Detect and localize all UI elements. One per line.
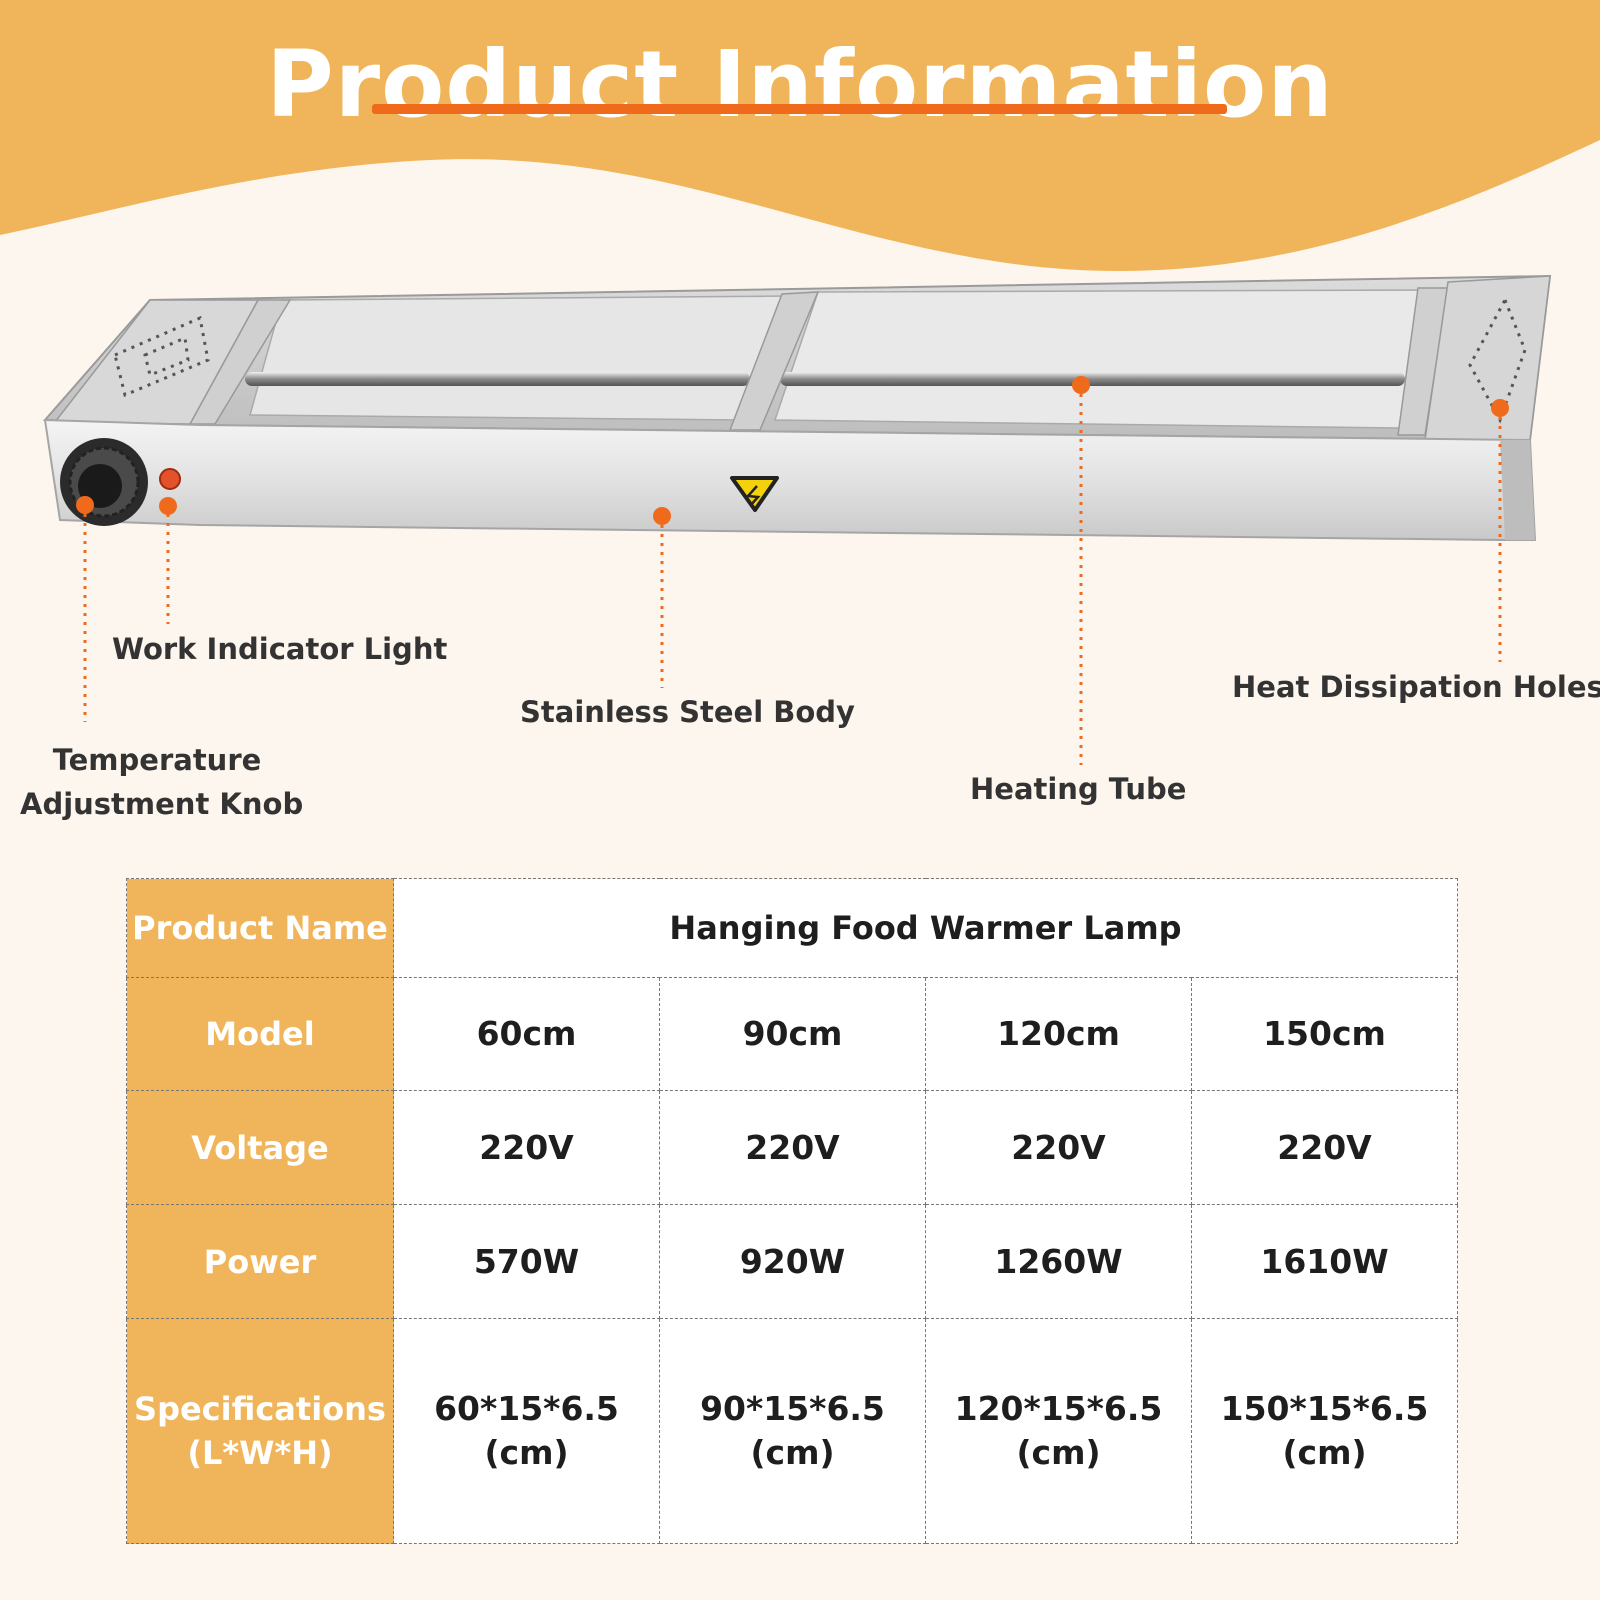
- voltage-90: 220V: [659, 1090, 926, 1206]
- label-heat-dissipation-holes: Heat Dissipation Holes: [1232, 670, 1600, 704]
- warning-triangle-icon: [730, 476, 779, 512]
- table-row-model: Model 60cm 90cm 120cm 150cm: [126, 976, 1458, 1092]
- spec-150: 150*15*6.5 (cm): [1191, 1317, 1458, 1545]
- table-row-power: Power 570W 920W 1260W 1610W: [126, 1204, 1458, 1319]
- spec-120: 120*15*6.5 (cm): [925, 1317, 1192, 1545]
- label-stainless-steel-body: Stainless Steel Body: [520, 695, 855, 729]
- warmer-lamp-body: [42, 274, 1552, 541]
- table-row-specifications: Specifications (L*W*H) 60*15*6.5 (cm) 90…: [126, 1317, 1458, 1545]
- label-temperature-knob: Temperature Adjustment Knob: [20, 738, 304, 826]
- power-150: 1610W: [1191, 1204, 1458, 1319]
- callout-dots: [76, 376, 1509, 525]
- voltage-120: 220V: [925, 1090, 1192, 1206]
- title-underline: [372, 104, 1227, 114]
- row-label-power: Power: [126, 1204, 394, 1319]
- voltage-150: 220V: [1191, 1090, 1458, 1206]
- spec-90: 90*15*6.5 (cm): [659, 1317, 926, 1545]
- power-90: 920W: [659, 1204, 926, 1319]
- model-90: 90cm: [659, 976, 926, 1092]
- label-temperature-knob-line2: Adjustment Knob: [20, 787, 304, 821]
- page-title: Product Information: [266, 31, 1334, 138]
- row-label-specifications: Specifications (L*W*H): [126, 1317, 394, 1545]
- temperature-knob-icon: [60, 438, 148, 526]
- table-row-voltage: Voltage 220V 220V 220V 220V: [126, 1090, 1458, 1206]
- label-heating-tube: Heating Tube: [970, 772, 1187, 806]
- product-name-value: Hanging Food Warmer Lamp: [393, 878, 1458, 978]
- voltage-60: 220V: [393, 1090, 660, 1206]
- row-label-voltage: Voltage: [126, 1090, 394, 1206]
- indicator-light-icon: [159, 468, 181, 490]
- callout-leaders: [83, 385, 1502, 765]
- header-wave-background: [0, 0, 1600, 272]
- spec-table: Product Name Hanging Food Warmer Lamp Mo…: [126, 878, 1458, 1545]
- model-120: 120cm: [925, 976, 1192, 1092]
- row-label-model: Model: [126, 976, 394, 1092]
- label-temperature-knob-line1: Temperature: [52, 743, 262, 777]
- power-60: 570W: [393, 1204, 660, 1319]
- left-vent-holes: [113, 315, 210, 398]
- model-60: 60cm: [393, 976, 660, 1092]
- row-label-product-name: Product Name: [126, 878, 394, 978]
- table-row-product-name: Product Name Hanging Food Warmer Lamp: [126, 878, 1458, 978]
- power-120: 1260W: [925, 1204, 1192, 1319]
- spec-60: 60*15*6.5 (cm): [393, 1317, 660, 1545]
- label-work-indicator-light: Work Indicator Light: [112, 632, 448, 666]
- model-150: 150cm: [1191, 976, 1458, 1092]
- product-illustration: [42, 274, 1552, 765]
